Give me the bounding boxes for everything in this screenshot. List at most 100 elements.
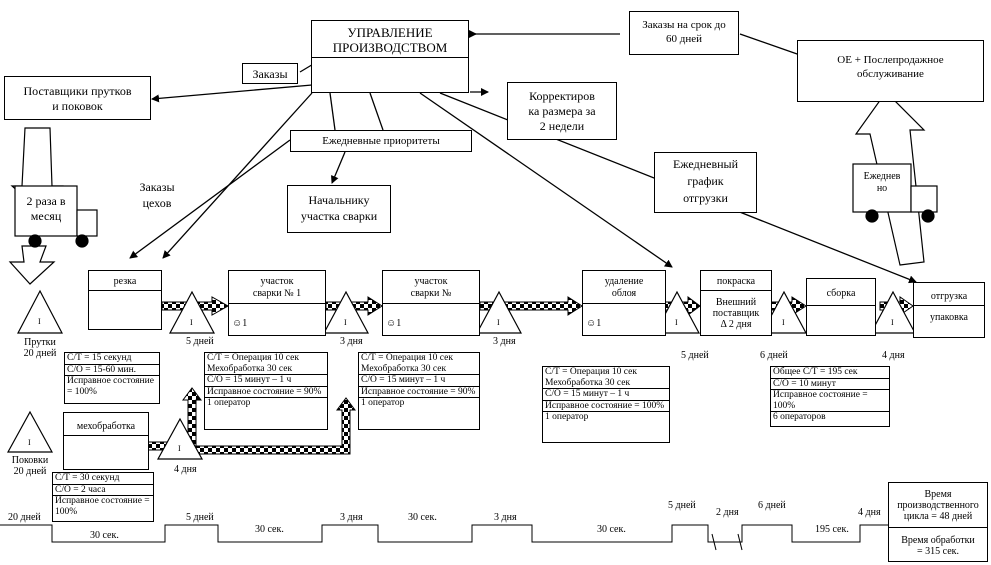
production-control-title-2: ПРОИЗВОДСТВОМ: [332, 40, 448, 55]
process-painting-line-3: Δ 2 дня: [720, 319, 752, 330]
process-deflash: удаление облоя ☺1: [582, 270, 666, 336]
supplier-box: Поставщики прутков и поковок: [4, 76, 151, 120]
inventory-triangle-forgings: [6, 410, 54, 453]
timeline-break-1: [711, 533, 717, 551]
timeline-wait-7: 6 дней: [758, 500, 786, 511]
data-box-cutting: С/Т = 15 секунд С/О = 15-60 мин. Исправн…: [64, 352, 160, 404]
process-weld-2-operator: ☺1: [386, 318, 402, 329]
daily-schedule-line-3: отгрузки: [683, 191, 728, 205]
inventory-mark: I: [38, 317, 41, 326]
customer-line-1: ОЕ + Послепродажное: [837, 54, 944, 66]
process-divider: [89, 290, 161, 291]
timeline-wait-5: 5 дней: [668, 500, 696, 511]
data-deflash-co: С/О = 15 минут – 1 ч: [543, 389, 669, 401]
process-shipping: отгрузка упаковка: [913, 282, 985, 338]
process-divider: [229, 303, 325, 304]
customer-orders-link2: [739, 33, 801, 56]
truck-in-line-2: месяц: [30, 209, 62, 223]
priorities-to-shops: [129, 139, 291, 259]
welding-head-line-2: участка сварки: [300, 209, 378, 223]
inventory-label-4: 5 дней: [681, 350, 709, 361]
correction-line-1: Корректиров: [529, 89, 595, 103]
orders-to-supplier-line: [151, 84, 313, 103]
data-machining-co: С/О = 2 часа: [53, 485, 153, 496]
push-arrow-machining-2: [195, 397, 356, 455]
truck-out-cab: [910, 185, 938, 213]
daily-priorities-box: Ежедневные приоритеты: [290, 130, 472, 152]
mgmt-to-priorities-line: [329, 92, 336, 131]
data-cutting-co: С/О = 15-60 мин.: [65, 365, 159, 376]
process-cutting: резка: [88, 270, 162, 330]
data-box-weld-1: С/Т = Операция 10 сек Мехобработка 30 се…: [204, 352, 328, 430]
process-weld-2-line-1: участок: [414, 276, 448, 287]
process-shipping-title: отгрузка: [930, 291, 968, 302]
timeline-wait-6: 2 дня: [716, 507, 739, 518]
inventory-triangle-6: [869, 290, 917, 334]
process-weld-1: участок сварки № 1 ☺1: [228, 270, 326, 336]
inventory-bars-line-2: 20 дней: [23, 348, 57, 359]
timeline-wait-1: 20 дней: [8, 512, 41, 523]
process-divider: [914, 305, 984, 306]
process-weld-2: участок сварки № ☺1: [382, 270, 480, 336]
process-painting: покраска Внешний поставщик Δ 2 дня: [700, 270, 772, 336]
timeline-process-4: 30 сек.: [597, 524, 626, 535]
timeline-process-1: 30 сек.: [90, 530, 119, 541]
process-weld-1-operator: ☺1: [232, 318, 248, 329]
processing-time-line-2: = 315 сек.: [917, 546, 959, 557]
inventory-mark: I: [497, 318, 500, 327]
daily-schedule-line-2: график: [687, 174, 724, 188]
process-deflash-line-2: облоя: [611, 288, 637, 299]
daily-priorities-label: Ежедневные приоритеты: [322, 135, 440, 147]
production-control-box: УПРАВЛЕНИЕ ПРОИЗВОДСТВОМ: [311, 20, 469, 93]
processing-time-line-1: Время обработки: [901, 535, 975, 546]
welding-head-box: Начальнику участка сварки: [287, 185, 391, 233]
timeline-process-5: 195 сек.: [815, 524, 849, 535]
customer-orders-line-2: 60 дней: [665, 33, 702, 45]
truck-to-stock-arrow: [8, 245, 56, 285]
mgmt-to-cutting-line: [162, 92, 313, 259]
process-painting-line-1: Внешний: [715, 297, 757, 308]
inventory-label-3: 3 дня: [493, 336, 516, 347]
production-control-title-1: УПРАВЛЕНИЕ: [347, 25, 433, 40]
timeline-wait-4: 3 дня: [494, 512, 517, 523]
welding-head-line-1: Начальнику: [308, 193, 370, 207]
process-weld-1-line-1: участок: [260, 276, 294, 287]
truck-in-body: [14, 185, 78, 237]
data-assembly-operators: 6 операторов: [773, 412, 826, 422]
customer-orders-line-1: Заказы на срок до: [642, 19, 726, 31]
data-weld-2-uptime: Исправное состояние = 90%: [359, 387, 479, 398]
data-box-machining: С/Т = 30 секунд С/О = 2 часа Исправное с…: [52, 472, 154, 522]
inventory-forgings-line-1: Поковки: [11, 455, 49, 466]
process-painting-line-2: поставщик: [712, 308, 760, 319]
timeline-break-2: [737, 533, 743, 551]
inventory-triangle-2: [322, 290, 370, 334]
truck-out: [852, 163, 938, 223]
inventory-mark: I: [344, 318, 347, 327]
truck-out-wheel-1: [865, 209, 879, 223]
data-cutting-uptime: Исправное состояние = 100%: [67, 376, 154, 397]
process-painting-title: покраска: [716, 276, 756, 287]
orders-label: Заказы: [252, 67, 288, 81]
inventory-triangle-machining: [156, 417, 204, 460]
orders-label-box: Заказы: [242, 63, 298, 84]
data-machining-ct: С/Т = 30 секунд: [53, 473, 153, 485]
mgmt-to-priorities-line2: [369, 92, 384, 131]
truck-out-line-2: но: [876, 183, 888, 194]
truck-in-wheel-2: [75, 234, 89, 248]
data-cutting-ct: С/Т = 15 секунд: [65, 353, 159, 365]
data-machining-uptime: Исправное состояние = 100%: [55, 496, 150, 517]
process-machining: мехобработка: [63, 412, 149, 470]
inventory-label-2: 3 дня: [340, 336, 363, 347]
supplier-line-2: и поковок: [52, 99, 103, 113]
process-assembly-title: сборка: [826, 288, 856, 299]
process-deflash-operator: ☺1: [586, 318, 602, 329]
lead-time-line-2: производственного: [897, 500, 979, 511]
process-divider: [583, 303, 665, 304]
inventory-label-machining: 4 дня: [174, 464, 197, 475]
lead-time-line-1: Время: [924, 489, 952, 500]
data-assembly-ct: Общее С/Т = 195 сек: [771, 367, 889, 379]
process-divider: [383, 303, 479, 304]
timeline-wait-8: 4 дня: [858, 507, 881, 518]
data-box-deflash: С/Т = Операция 10 сек Мехобработка 30 се…: [542, 366, 670, 443]
